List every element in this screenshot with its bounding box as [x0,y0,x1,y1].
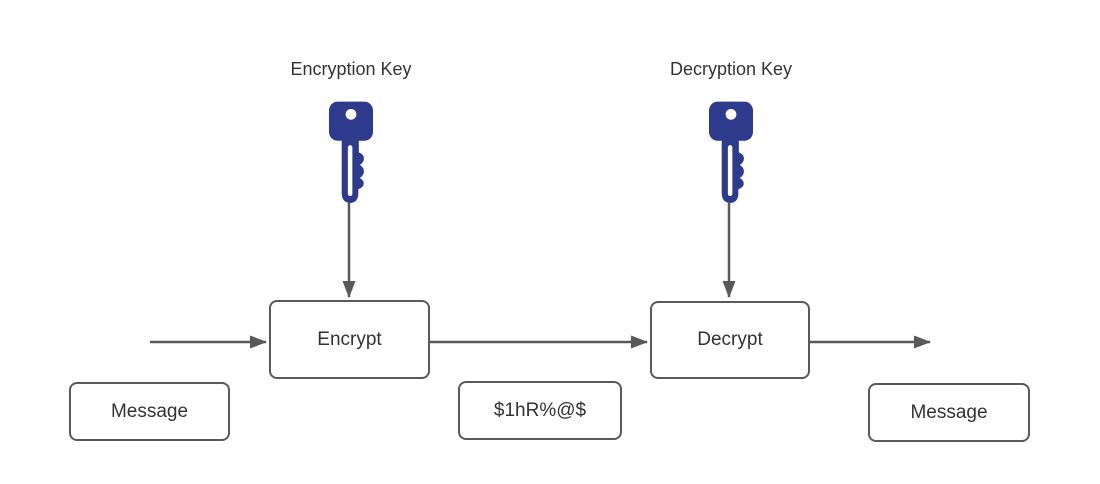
key-icon [708,101,754,203]
encrypt-node: Encrypt [269,300,430,379]
encrypt-node-label: Encrypt [317,328,382,350]
decrypt-node-label: Decrypt [697,329,763,350]
message-output-node: Message [868,383,1030,442]
message-input-label: Message [110,400,189,422]
key-icon [328,101,374,203]
ciphertext-label: $1hR%@$ [493,399,587,421]
decrypt-node: Decrypt [650,301,810,379]
message-input-node: Message [69,382,230,441]
encryption-key-label: Encryption Key [290,59,412,79]
message-output-label: Message [910,401,988,423]
decryption-key-label: Decryption Key [669,59,793,79]
ciphertext-node: $1hR%@$ [458,381,622,440]
